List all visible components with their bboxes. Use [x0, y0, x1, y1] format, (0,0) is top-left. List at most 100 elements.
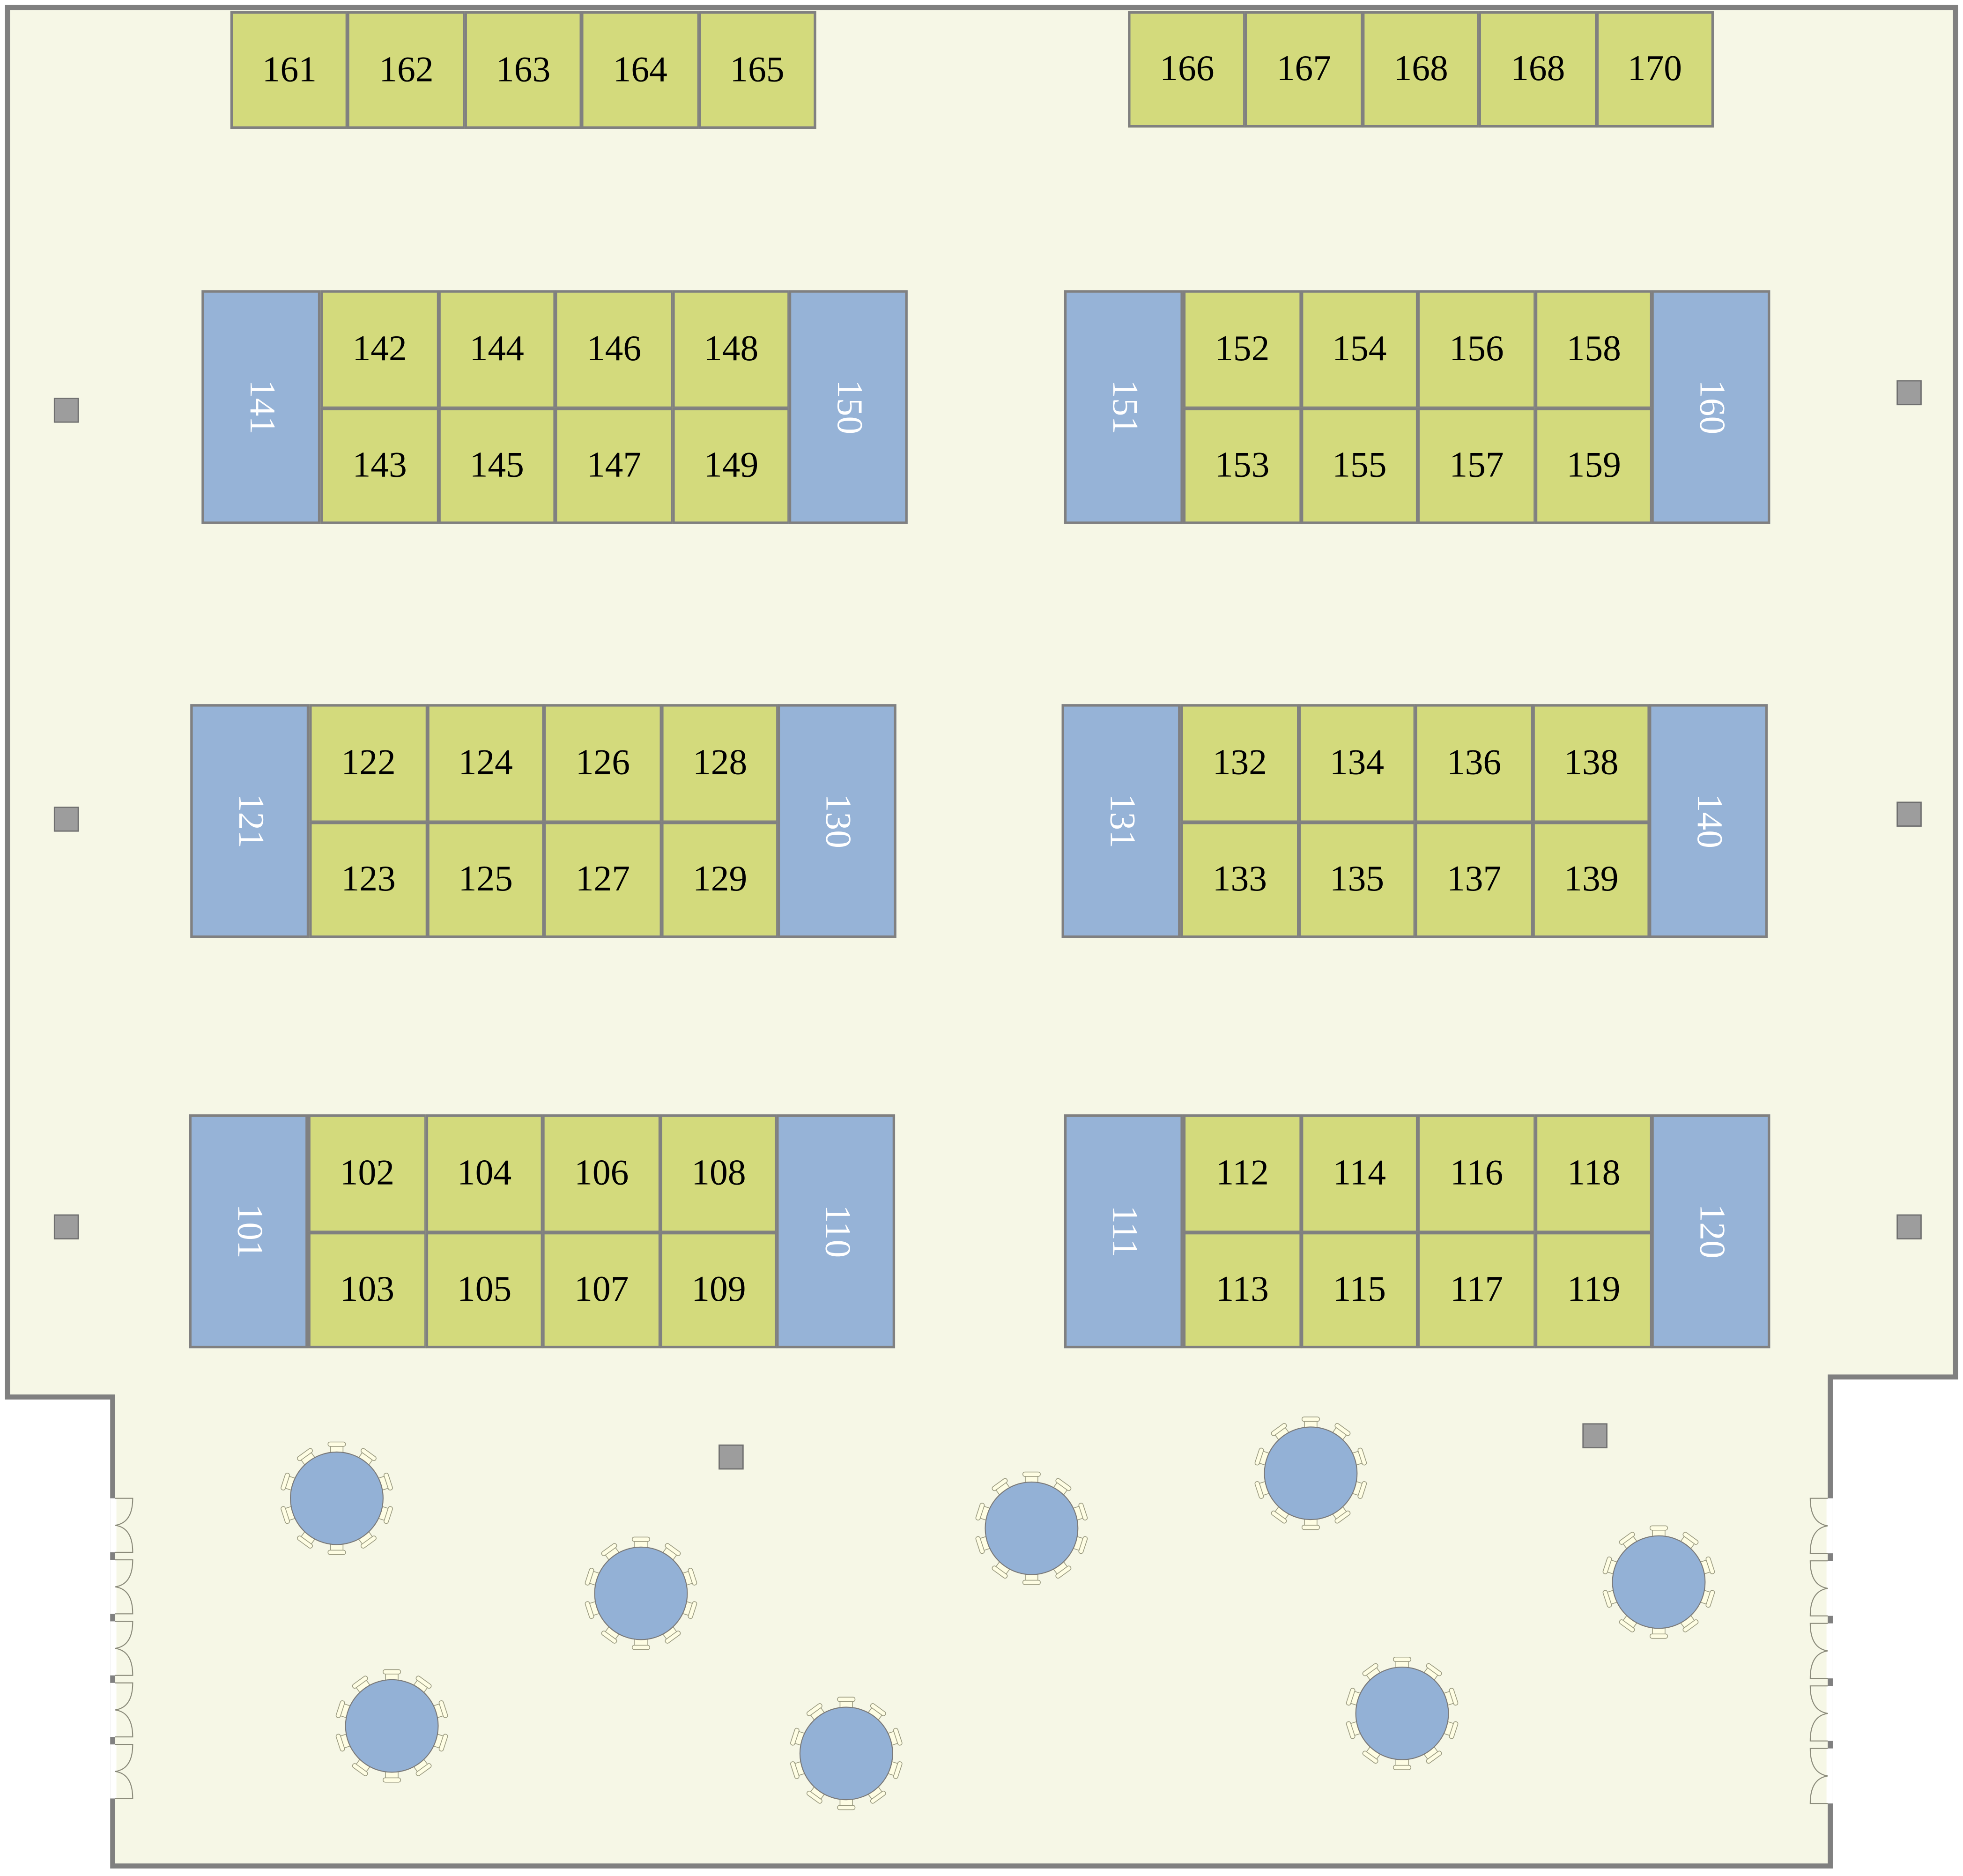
booth-128[interactable]: 128 — [660, 704, 779, 823]
booth-117[interactable]: 117 — [1417, 1231, 1536, 1349]
booth-122[interactable]: 122 — [309, 704, 428, 823]
booth-135[interactable]: 135 — [1297, 821, 1416, 938]
booth-119[interactable]: 119 — [1534, 1231, 1653, 1349]
booth-number: 107 — [574, 1269, 629, 1309]
booth-136[interactable]: 136 — [1415, 704, 1533, 823]
booth-145[interactable]: 145 — [437, 407, 556, 524]
booth-105[interactable]: 105 — [425, 1231, 544, 1349]
booth-162[interactable]: 162 — [347, 11, 466, 129]
booth-113[interactable]: 113 — [1183, 1231, 1302, 1349]
booth-number: 140 — [1689, 793, 1730, 848]
booth-170[interactable]: 170 — [1595, 11, 1714, 128]
booth-number: 125 — [458, 859, 513, 899]
booth-112[interactable]: 112 — [1183, 1114, 1302, 1233]
round-table[interactable] — [277, 1439, 397, 1558]
chair-icon — [352, 1676, 373, 1696]
booth-number: 132 — [1212, 742, 1267, 783]
booth-164[interactable]: 164 — [581, 11, 699, 129]
booth-156[interactable]: 156 — [1417, 290, 1536, 408]
booth-118[interactable]: 118 — [1534, 1114, 1653, 1233]
booth-159[interactable]: 159 — [1534, 407, 1653, 524]
booth-number: 118 — [1567, 1153, 1621, 1193]
booth-125[interactable]: 125 — [426, 821, 545, 938]
booth-133[interactable]: 133 — [1180, 821, 1299, 938]
booth-148[interactable]: 148 — [672, 290, 791, 408]
booth-143[interactable]: 143 — [320, 407, 439, 524]
booth-103[interactable]: 103 — [308, 1231, 427, 1349]
booth-147[interactable]: 147 — [555, 407, 674, 524]
booth-108[interactable]: 108 — [659, 1114, 778, 1233]
booth-124[interactable]: 124 — [426, 704, 545, 823]
double-door-icon — [115, 1559, 133, 1615]
round-table[interactable] — [1599, 1522, 1719, 1642]
booth-110[interactable]: 110 — [777, 1114, 896, 1349]
booth-157[interactable]: 157 — [1417, 407, 1536, 524]
booth-151[interactable]: 151 — [1064, 290, 1183, 524]
booth-number: 113 — [1215, 1269, 1269, 1309]
booth-154[interactable]: 154 — [1300, 290, 1419, 408]
booth-115[interactable]: 115 — [1300, 1231, 1419, 1349]
booth-144[interactable]: 144 — [437, 290, 556, 408]
booth-130[interactable]: 130 — [778, 704, 897, 938]
booth-152[interactable]: 152 — [1183, 290, 1302, 408]
booth-158[interactable]: 158 — [1534, 290, 1653, 408]
booth-149[interactable]: 149 — [672, 407, 791, 524]
booth-127[interactable]: 127 — [543, 821, 662, 938]
booth-number: 102 — [340, 1153, 395, 1193]
booth-168[interactable]: 168 — [1479, 11, 1597, 128]
round-table[interactable] — [971, 1468, 1092, 1588]
booth-number: 122 — [341, 742, 396, 783]
booth-114[interactable]: 114 — [1300, 1114, 1419, 1233]
booth-134[interactable]: 134 — [1297, 704, 1416, 823]
booth-168[interactable]: 168 — [1362, 11, 1480, 128]
chair-icon — [1330, 1423, 1351, 1443]
booth-102[interactable]: 102 — [308, 1114, 427, 1233]
booth-166[interactable]: 166 — [1128, 11, 1246, 128]
booth-132[interactable]: 132 — [1180, 704, 1299, 823]
booth-129[interactable]: 129 — [660, 821, 779, 938]
booth-116[interactable]: 116 — [1417, 1114, 1536, 1233]
booth-number: 138 — [1564, 742, 1619, 783]
booth-142[interactable]: 142 — [320, 290, 439, 408]
booth-150[interactable]: 150 — [789, 290, 908, 524]
booth-141[interactable]: 141 — [201, 290, 321, 524]
booth-104[interactable]: 104 — [425, 1114, 544, 1233]
booth-137[interactable]: 137 — [1415, 821, 1533, 938]
booth-155[interactable]: 155 — [1300, 407, 1419, 524]
round-table[interactable] — [581, 1533, 701, 1653]
booth-107[interactable]: 107 — [542, 1231, 661, 1349]
booth-111[interactable]: 111 — [1064, 1114, 1183, 1349]
round-table[interactable] — [1342, 1654, 1462, 1773]
booth-106[interactable]: 106 — [542, 1114, 661, 1233]
booth-126[interactable]: 126 — [543, 704, 662, 823]
booth-number: 106 — [574, 1153, 629, 1193]
booth-number: 163 — [496, 49, 551, 89]
booth-number: 151 — [1104, 380, 1144, 435]
booth-146[interactable]: 146 — [555, 290, 674, 408]
booth-153[interactable]: 153 — [1183, 407, 1302, 524]
booth-138[interactable]: 138 — [1532, 704, 1651, 823]
chair-icon — [601, 1543, 622, 1564]
round-table[interactable] — [786, 1693, 907, 1813]
booth-161[interactable]: 161 — [230, 11, 349, 129]
booth-165[interactable]: 165 — [698, 11, 816, 129]
booth-number: 130 — [818, 793, 858, 848]
chair-icon — [1271, 1423, 1291, 1443]
booth-140[interactable]: 140 — [1649, 704, 1769, 938]
booth-163[interactable]: 163 — [464, 11, 583, 129]
chair-icon — [806, 1783, 827, 1804]
booth-number: 158 — [1566, 328, 1621, 369]
booth-number: 147 — [586, 445, 642, 485]
booth-160[interactable]: 160 — [1652, 290, 1771, 524]
booth-121[interactable]: 121 — [190, 704, 310, 938]
booth-131[interactable]: 131 — [1061, 704, 1181, 938]
booth-123[interactable]: 123 — [309, 821, 428, 938]
booth-167[interactable]: 167 — [1244, 11, 1363, 128]
booth-101[interactable]: 101 — [189, 1114, 308, 1349]
booth-139[interactable]: 139 — [1532, 821, 1651, 938]
round-table[interactable] — [332, 1666, 452, 1786]
booth-number: 153 — [1215, 445, 1270, 485]
round-table[interactable] — [1251, 1413, 1371, 1533]
booth-109[interactable]: 109 — [659, 1231, 778, 1349]
booth-120[interactable]: 120 — [1652, 1114, 1771, 1349]
